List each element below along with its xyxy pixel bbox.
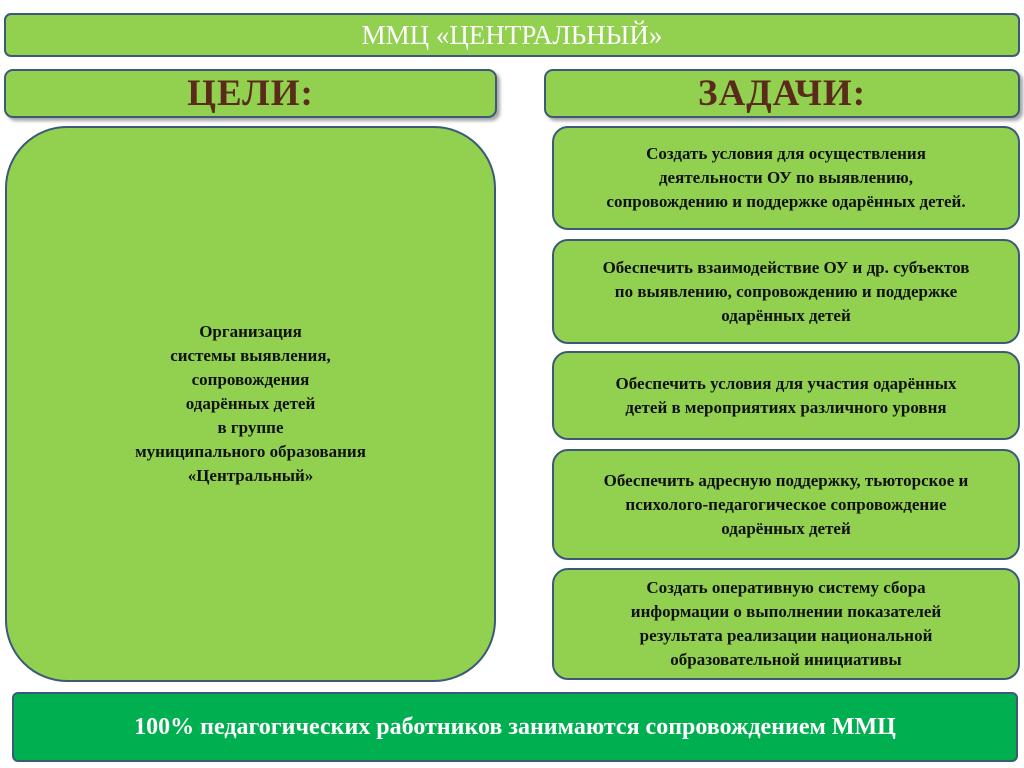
goal-text: Организация системы выявления, сопровожд… — [135, 322, 366, 485]
task-box-3: Обеспечить условия для участия одарённых… — [552, 351, 1020, 440]
task-text-5: Создать оперативную систему сбора информ… — [630, 578, 942, 669]
task-text-4: Обеспечить адресную поддержку, тьюторско… — [603, 470, 969, 538]
task-box-5: Создать оперативную систему сбора информ… — [552, 568, 1020, 680]
goal-box: Организация системы выявления, сопровожд… — [5, 126, 496, 682]
task-box-1: Создать условия для осуществления деятел… — [552, 126, 1020, 230]
tasks-heading: ЗАДАЧИ: — [697, 73, 867, 114]
task-box-4: Обеспечить адресную поддержку, тьюторско… — [552, 449, 1020, 560]
footer-text: 100% педагогических работников занимаютс… — [134, 713, 896, 740]
task-text-2: Обеспечить взаимодействие ОУ и др. субъе… — [602, 257, 970, 325]
footer-banner: 100% педагогических работников занимаютс… — [12, 692, 1018, 762]
task-box-2: Обеспечить взаимодействие ОУ и др. субъе… — [552, 239, 1020, 344]
page-title-bar: ММЦ «ЦЕНТРАЛЬНЫЙ» — [4, 13, 1020, 57]
tasks-heading-box: ЗАДАЧИ: — [544, 69, 1020, 118]
goals-heading-box: ЦЕЛИ: — [4, 69, 497, 118]
page-title: ММЦ «ЦЕНТРАЛЬНЫЙ» — [361, 19, 663, 50]
goals-heading: ЦЕЛИ: — [187, 73, 314, 114]
task-text-1: Создать условия для осуществления деятел… — [606, 144, 966, 211]
task-text-3: Обеспечить условия для участия одарённых… — [615, 373, 957, 417]
